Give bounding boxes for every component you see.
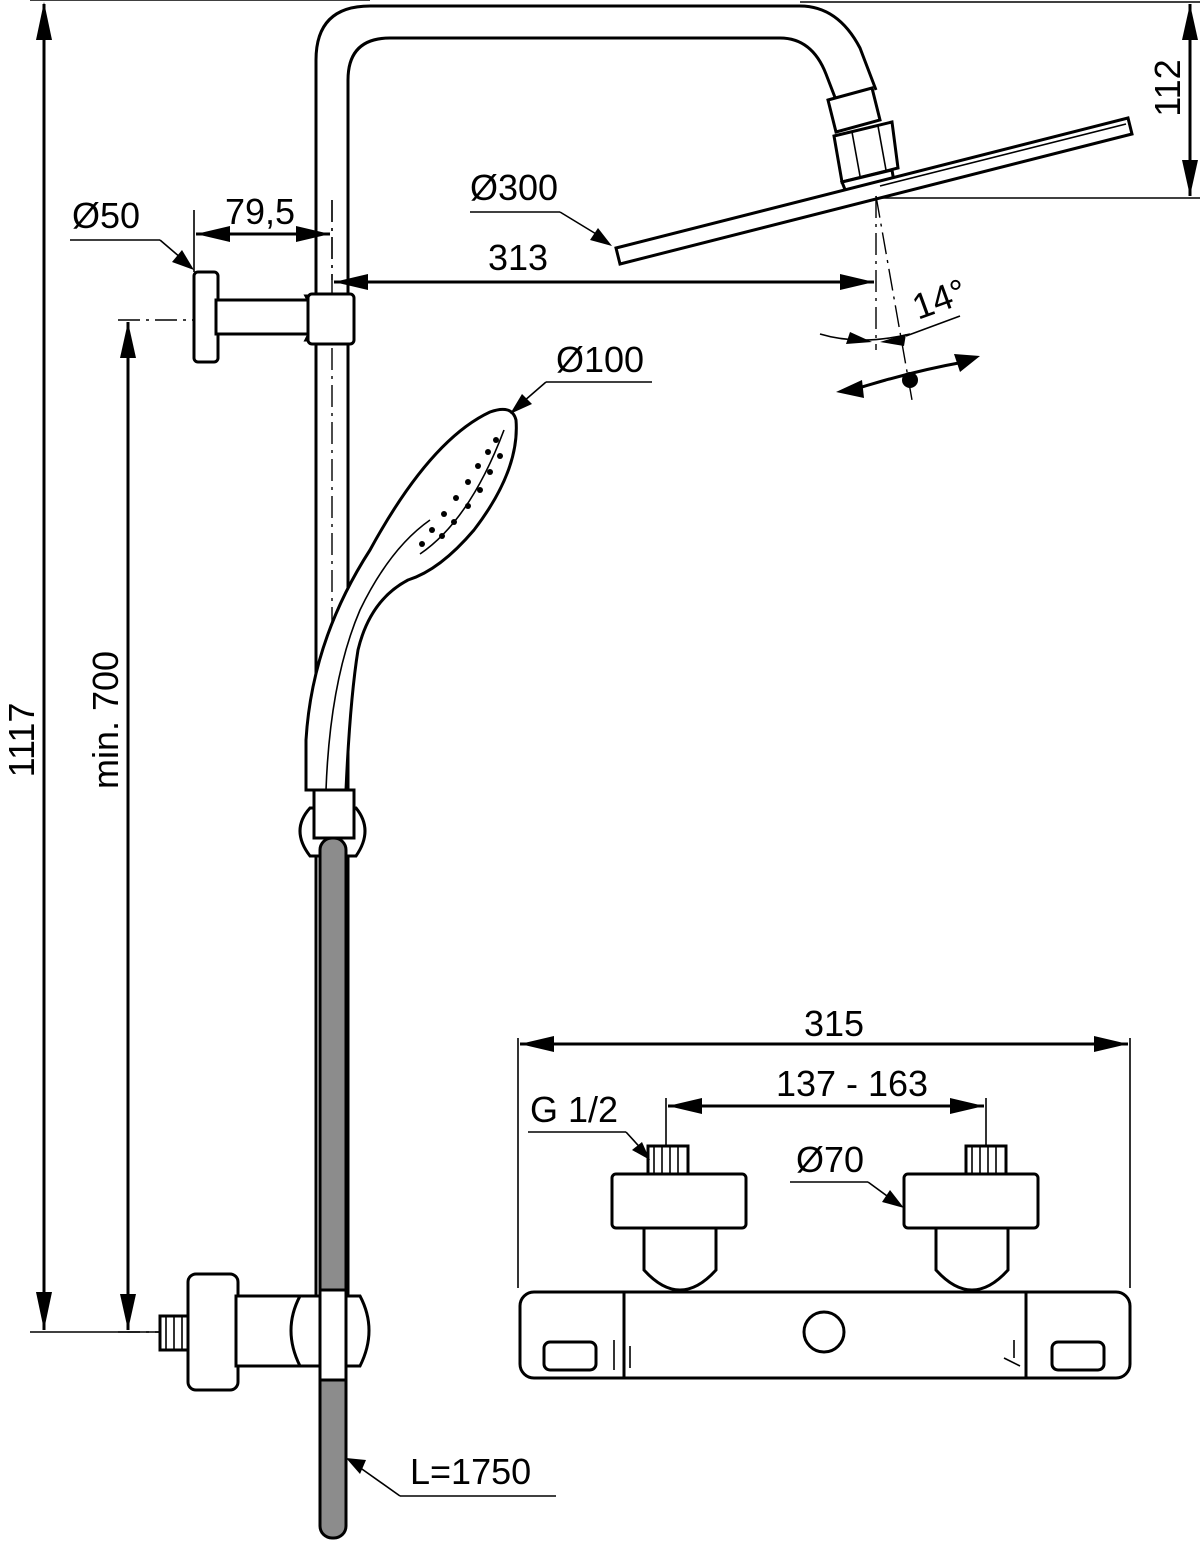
inlet-centres-label: 137 - 163 bbox=[776, 1063, 928, 1104]
flange-diameter-label: Ø50 bbox=[72, 195, 140, 236]
arm-reach-dimension: 313 bbox=[334, 237, 874, 290]
hand-shower bbox=[304, 407, 518, 792]
mixer-width-label: 315 bbox=[804, 1003, 864, 1044]
min-height-label: min. 700 bbox=[85, 651, 126, 789]
hand-shower-diameter-label: Ø100 bbox=[556, 339, 644, 380]
diverter-button bbox=[802, 1310, 846, 1354]
mixer-body bbox=[518, 1290, 1132, 1380]
hose-length-label: L=1750 bbox=[410, 1451, 531, 1492]
thread-size-label: G 1/2 bbox=[530, 1089, 618, 1130]
head-connector bbox=[826, 86, 900, 194]
head-height-label: 112 bbox=[1147, 59, 1188, 116]
left-inlet bbox=[610, 1144, 748, 1292]
right-inlet bbox=[902, 1144, 1040, 1292]
arm-reach-label: 313 bbox=[488, 237, 548, 278]
overhead-shower-head bbox=[614, 116, 1134, 266]
tilt-angle-callout: 14° bbox=[819, 195, 972, 401]
cover-diameter-label: Ø70 bbox=[796, 1139, 864, 1180]
overhead-diameter-callout: Ø300 bbox=[470, 167, 612, 246]
wall-offset-dimension: 79,5 bbox=[193, 191, 333, 280]
total-height-label: 1117 bbox=[1, 703, 42, 778]
overhead-diameter-label: Ø300 bbox=[470, 167, 558, 208]
slide-holder bbox=[298, 788, 367, 858]
total-height-dimension: 1117 bbox=[1, 0, 370, 1333]
mixer-side-view bbox=[158, 1272, 371, 1392]
head-height-dimension: 112 bbox=[800, 1, 1200, 199]
rotation-indicator bbox=[836, 354, 980, 398]
flange-diameter-callout: Ø50 bbox=[70, 195, 194, 270]
mixer-front-view: 315 137 - 163 G 1/ bbox=[517, 1003, 1132, 1380]
cover-diameter-callout: Ø70 bbox=[790, 1139, 904, 1208]
wall-offset-label: 79,5 bbox=[225, 191, 295, 232]
min-height-dimension: min. 700 bbox=[85, 319, 300, 1333]
shower-hose bbox=[318, 836, 348, 1540]
left-handle-grip bbox=[542, 1340, 598, 1372]
hose-length-callout: L=1750 bbox=[346, 1451, 556, 1497]
tilt-angle-label: 14° bbox=[907, 270, 972, 327]
wall-bracket-top bbox=[192, 270, 356, 364]
hand-shower-diameter-callout: Ø100 bbox=[510, 339, 652, 414]
thread-callout: G 1/2 bbox=[528, 1089, 650, 1160]
right-handle-grip bbox=[1050, 1340, 1106, 1372]
spray-nozzles bbox=[419, 437, 503, 547]
